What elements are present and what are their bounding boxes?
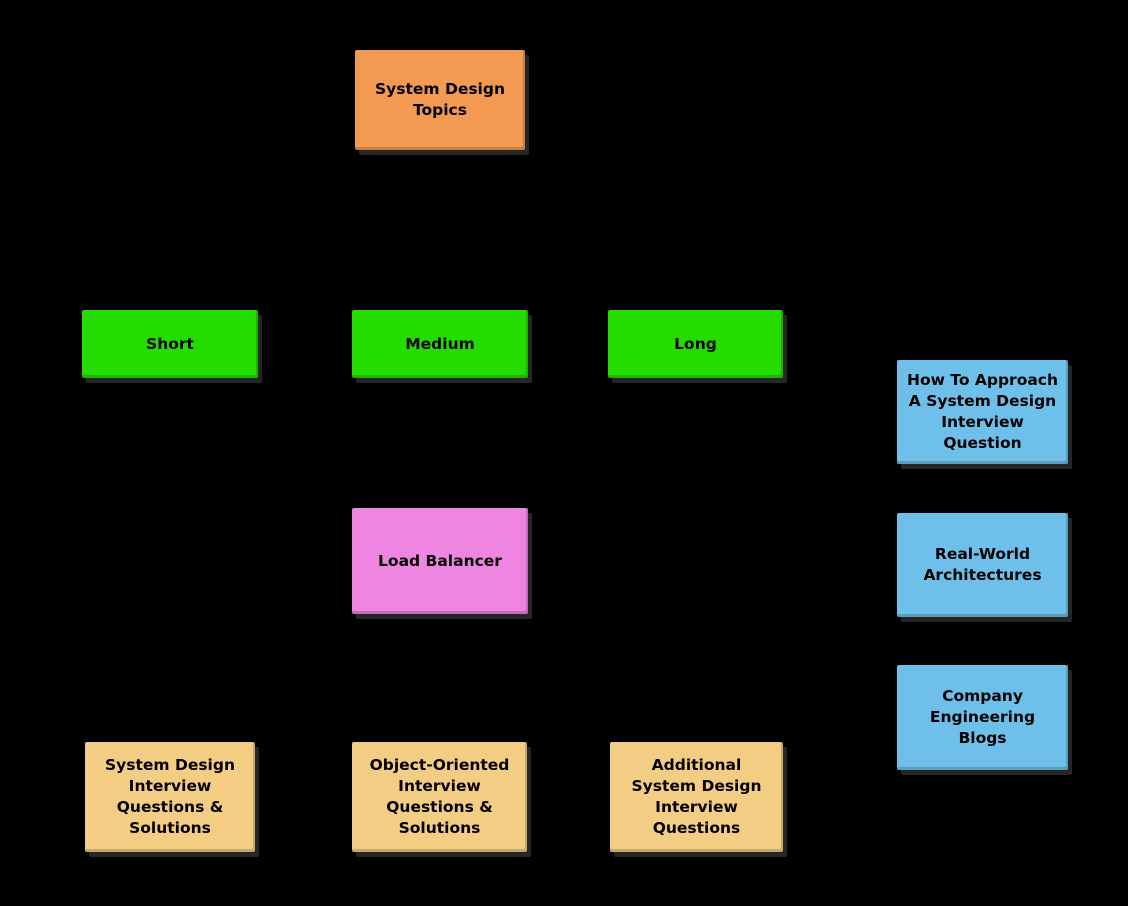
node-real-world-architectures: Real-World Architectures: [897, 513, 1068, 617]
node-additional-system-design-questions: Additional System Design Interview Quest…: [610, 742, 783, 852]
node-how-to-approach: How To Approach A System Design Intervie…: [897, 360, 1068, 464]
node-system-design-topics: System Design Topics: [355, 50, 525, 150]
node-label: Load Balancer: [378, 551, 502, 570]
node-medium: Medium: [352, 310, 528, 378]
node-system-design-interview-questions: System Design Interview Questions & Solu…: [85, 742, 255, 852]
node-label: Additional System Design Interview Quest…: [631, 756, 762, 837]
node-label: System Design Interview Questions & Solu…: [104, 756, 235, 837]
node-long: Long: [608, 310, 783, 378]
node-label: Short: [146, 334, 194, 353]
node-label: Real-World Architectures: [923, 545, 1042, 584]
node-label: Long: [674, 334, 717, 353]
node-short: Short: [82, 310, 258, 378]
node-object-oriented-interview-questions: Object-Oriented Interview Questions & So…: [352, 742, 527, 852]
node-label: Company Engineering Blogs: [929, 687, 1036, 747]
node-label: Object-Oriented Interview Questions & So…: [369, 756, 510, 837]
node-load-balancer: Load Balancer: [352, 508, 528, 614]
node-company-engineering-blogs: Company Engineering Blogs: [897, 665, 1068, 770]
node-label: Medium: [405, 334, 475, 353]
node-label: System Design Topics: [374, 80, 505, 119]
node-label: How To Approach A System Design Intervie…: [906, 371, 1059, 452]
